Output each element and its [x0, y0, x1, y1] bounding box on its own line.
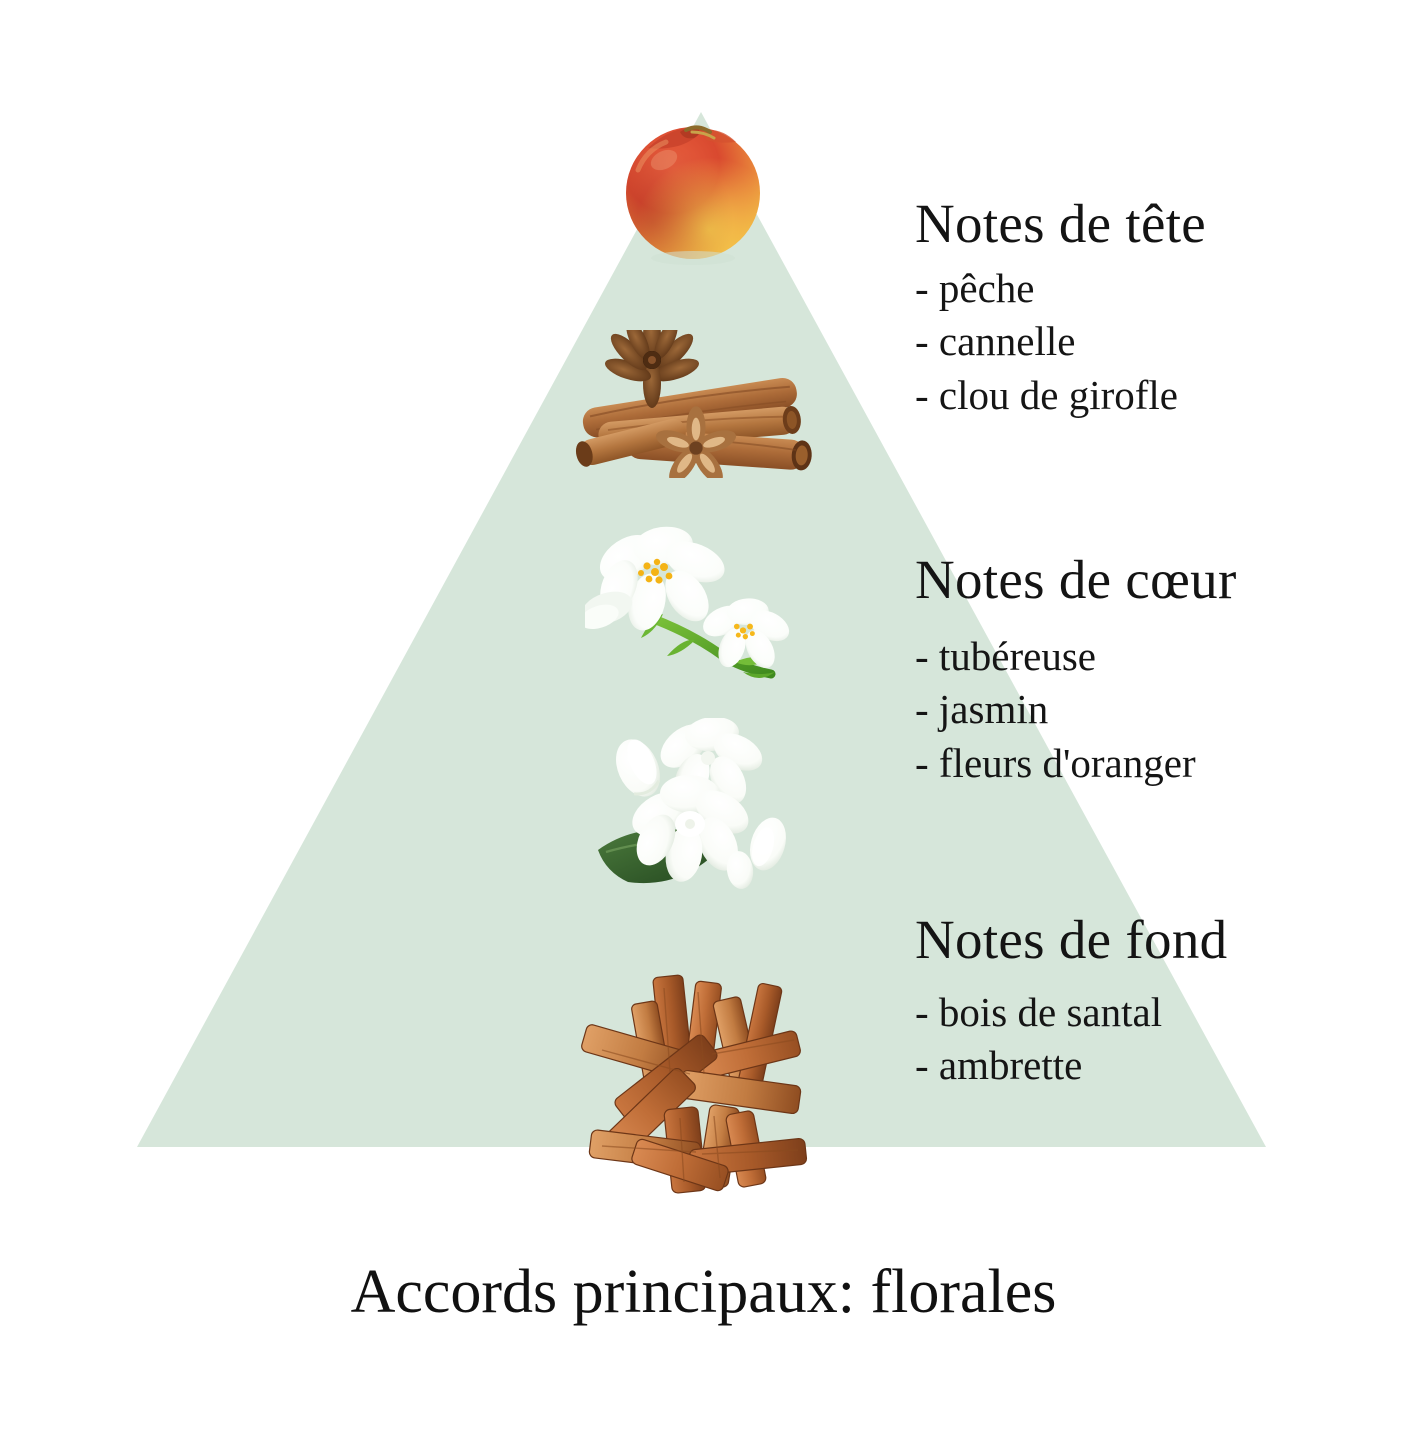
list-item: - jasmin: [915, 686, 1049, 733]
jasmine-sprig-image: [585, 522, 803, 690]
list-item: - clou de girofle: [915, 371, 1178, 418]
star-anise-top: [605, 330, 699, 408]
base-notes-block: Notes de fond - bois de santal - ambrett…: [915, 909, 1228, 1093]
cinnamon-sticks-star-anise-image: [570, 330, 818, 478]
orange-blossom-image: [590, 718, 820, 908]
heart-notes-block: Notes de cœur - tubéreuse - jasmin - fle…: [915, 549, 1237, 790]
base-notes-title: Notes de fond: [915, 909, 1228, 970]
top-notes-title: Notes de tête: [915, 193, 1207, 254]
list-item: - tubéreuse: [915, 633, 1096, 680]
list-item: - pêche: [915, 265, 1035, 312]
peach-image: [618, 108, 768, 268]
list-item: - fleurs d'oranger: [915, 739, 1196, 786]
list-item: - bois de santal: [915, 989, 1163, 1036]
list-item: - cannelle: [915, 318, 1076, 365]
base-notes-list: - bois de santal - ambrette: [915, 986, 1227, 1093]
heart-notes-list: - tubéreuse - jasmin - fleurs d'oranger: [915, 630, 1237, 790]
star-anise-front: [655, 406, 737, 478]
list-item: - ambrette: [915, 1042, 1083, 1089]
accords-caption: Accords principaux: florales: [350, 1258, 1057, 1326]
heart-notes-title: Notes de cœur: [915, 549, 1237, 610]
sandalwood-chips-image: [572, 968, 824, 1200]
top-notes-list: - pêche - cannelle - clou de girofle: [915, 262, 1206, 422]
top-notes-block: Notes de tête - pêche - cannelle - clou …: [915, 193, 1207, 422]
